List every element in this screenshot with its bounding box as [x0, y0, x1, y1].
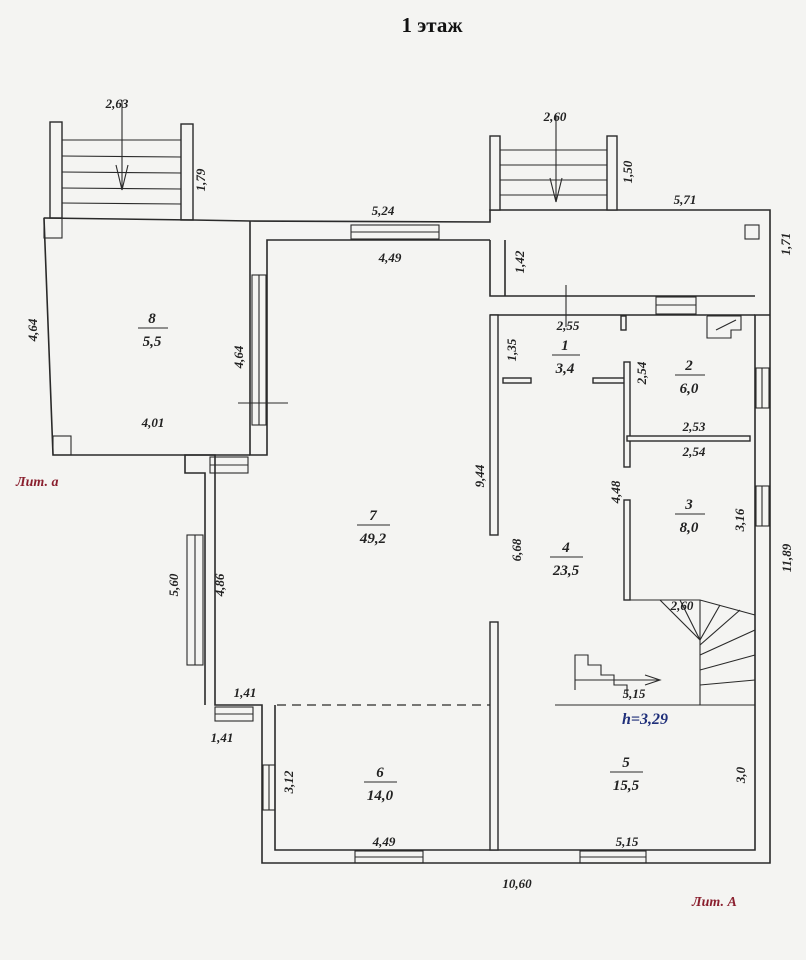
chimney-icon: [744, 224, 760, 240]
svg-text:11,89: 11,89: [779, 543, 794, 572]
svg-text:5,60: 5,60: [166, 573, 181, 596]
interior-staircase: [555, 599, 756, 706]
svg-text:3,12: 3,12: [281, 770, 296, 794]
room-6-label: 614,0: [364, 765, 397, 804]
wall-6-5: [489, 621, 499, 851]
svg-text:2,53: 2,53: [682, 419, 706, 434]
svg-text:23,5: 23,5: [552, 563, 580, 579]
svg-text:2,60: 2,60: [543, 109, 567, 124]
ceiling-height-label: h=3,29: [622, 711, 668, 728]
wall-7-4-upper: [489, 314, 499, 536]
svg-text:6: 6: [376, 765, 384, 781]
svg-text:2,55: 2,55: [556, 318, 580, 333]
svg-text:1,71: 1,71: [778, 233, 793, 256]
svg-text:4,64: 4,64: [231, 345, 246, 369]
svg-text:1,50: 1,50: [620, 160, 635, 183]
plan-title: 1 этаж: [401, 13, 463, 37]
svg-text:4,86: 4,86: [212, 573, 227, 597]
svg-text:15,5: 15,5: [613, 778, 640, 794]
room-1-label: 13,4: [552, 338, 580, 377]
svg-text:4,49: 4,49: [378, 250, 402, 265]
right-porch-stairs: [489, 115, 618, 211]
room-2-label: 26,0: [675, 358, 705, 397]
room-3-label: 38,0: [675, 497, 705, 536]
dimension-labels: 2,63 1,79 2,60 1,50 5,24 4,49 5,71 1,71 …: [25, 96, 794, 891]
room-7-label: 749,2: [357, 508, 390, 547]
svg-text:4: 4: [561, 540, 570, 556]
svg-text:5,15: 5,15: [623, 686, 646, 701]
svg-text:5,24: 5,24: [372, 203, 395, 218]
svg-text:1,79: 1,79: [193, 168, 208, 191]
svg-text:3: 3: [684, 497, 693, 513]
lit-a-small-label: Лит. а: [15, 475, 58, 490]
svg-text:1,42: 1,42: [512, 250, 527, 273]
svg-text:4,48: 4,48: [608, 480, 623, 504]
room-4-label: 423,5: [550, 540, 583, 579]
svg-text:5,71: 5,71: [674, 192, 697, 207]
svg-text:2,54: 2,54: [634, 361, 649, 385]
svg-text:9,44: 9,44: [472, 464, 487, 487]
svg-text:1,35: 1,35: [504, 338, 519, 361]
svg-text:4,49: 4,49: [372, 834, 396, 849]
svg-text:5,15: 5,15: [616, 834, 639, 849]
windows: [186, 224, 770, 864]
svg-text:2: 2: [684, 358, 693, 374]
svg-text:5,5: 5,5: [143, 334, 162, 350]
room-8-label: 85,5: [138, 311, 168, 350]
svg-text:2,63: 2,63: [105, 96, 129, 111]
svg-text:7: 7: [369, 508, 377, 524]
svg-text:5: 5: [622, 755, 630, 771]
room-labels: 85,5 13,4 26,0 38,0 749,2 423,5 614,0 51…: [138, 311, 705, 804]
svg-text:6,68: 6,68: [509, 538, 524, 561]
svg-text:10,60: 10,60: [502, 876, 532, 891]
stove-icon: [706, 315, 742, 339]
svg-text:8,0: 8,0: [680, 520, 699, 536]
svg-text:6,0: 6,0: [680, 381, 699, 397]
svg-text:8: 8: [148, 311, 156, 327]
svg-text:49,2: 49,2: [359, 531, 387, 547]
svg-text:3,16: 3,16: [732, 508, 747, 532]
svg-text:1,41: 1,41: [211, 730, 234, 745]
svg-text:4,64: 4,64: [25, 318, 40, 342]
svg-text:3,0: 3,0: [733, 766, 748, 784]
left-porch-stairs: [49, 100, 194, 221]
svg-text:1: 1: [561, 338, 569, 354]
lit-a-big-label: Лит. А: [691, 895, 737, 910]
svg-text:2,54: 2,54: [682, 444, 706, 459]
svg-text:3,4: 3,4: [555, 361, 575, 377]
room-5-label: 515,5: [610, 755, 643, 794]
svg-text:2,60: 2,60: [670, 598, 694, 613]
svg-text:1,41: 1,41: [234, 685, 257, 700]
svg-text:4,01: 4,01: [141, 415, 165, 430]
svg-text:14,0: 14,0: [367, 788, 394, 804]
